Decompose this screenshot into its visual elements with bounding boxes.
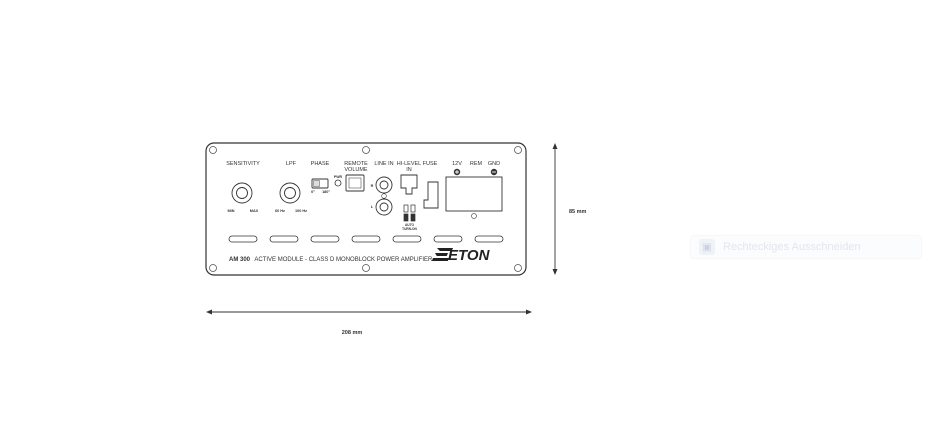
phase-switch xyxy=(311,178,329,189)
label-sensitivity: SENSITIVITY xyxy=(226,161,260,167)
rectangular-cut-button[interactable]: ▣ Rechteckiges Ausschneiden xyxy=(690,235,922,259)
screw-hole xyxy=(514,264,522,272)
label-pwr: PWR xyxy=(334,175,343,179)
vent-slot xyxy=(474,235,504,243)
label-phase: PHASE xyxy=(311,161,330,167)
screw-hole xyxy=(209,146,217,154)
width-dimension xyxy=(206,309,532,315)
eton-logo: ETON xyxy=(431,247,491,264)
vent-slot xyxy=(228,235,258,243)
label-line-l: L xyxy=(371,205,374,209)
label-hilevel: HI-LEVEL xyxy=(397,161,421,167)
vent-slot xyxy=(351,235,381,243)
minus-terminal-icon xyxy=(490,168,498,176)
auto-turn-on-switches xyxy=(403,204,416,222)
screw-hole xyxy=(362,264,370,272)
model-description: ACTIVE MODULE - CLASS D MONOBLOCK POWER … xyxy=(254,257,433,263)
vent-slot xyxy=(433,235,463,243)
rectangular-cut-label: Rechteckiges Ausschneiden xyxy=(723,241,861,253)
label-60hz: 60 Hz xyxy=(275,209,285,213)
terminal-screw xyxy=(471,213,477,219)
screw-holes xyxy=(209,146,522,272)
width-dimension-label: 208 mm xyxy=(342,330,363,336)
vent-slot xyxy=(392,235,422,243)
sensitivity-knob xyxy=(231,182,253,204)
screw-hole xyxy=(209,264,217,272)
label-min: MIN xyxy=(228,209,235,213)
label-max: MAX xyxy=(250,209,259,213)
pwr-led xyxy=(334,179,342,187)
lpf-knob xyxy=(279,182,301,204)
label-remote: REMOTE xyxy=(344,161,368,167)
label-rem: REM xyxy=(470,161,483,167)
fuse-holder xyxy=(423,181,439,209)
label-auto: AUTO xyxy=(405,223,414,227)
label-turn-on: TURN-ON xyxy=(402,227,417,231)
label-lpf: LPF xyxy=(286,161,297,167)
crop-icon: ▣ xyxy=(699,239,715,255)
vent-slot xyxy=(269,235,299,243)
label-12v: 12V xyxy=(452,161,462,167)
height-dimension-label: 85 mm xyxy=(569,209,587,215)
label-line-r: R xyxy=(371,184,374,188)
hilevel-connector xyxy=(400,174,418,195)
power-terminal-block xyxy=(445,176,503,212)
label-volume: VOLUME xyxy=(344,167,368,173)
model-number: AM 300 xyxy=(229,257,251,263)
label-fuse: FUSE xyxy=(423,161,438,167)
screw-hole xyxy=(514,146,522,154)
label-180deg: 180° xyxy=(322,190,330,194)
height-dimension xyxy=(552,143,558,275)
line-in-rca-jacks xyxy=(375,176,393,216)
remote-volume-port xyxy=(345,174,365,192)
vent-slots xyxy=(228,235,504,243)
label-hilevel-in: IN xyxy=(406,167,412,173)
label-0deg: 0° xyxy=(311,190,315,194)
label-line-in: LINE IN xyxy=(374,161,393,167)
eton-logo-text: ETON xyxy=(448,247,491,264)
label-gnd: GND xyxy=(488,161,500,167)
vent-slot xyxy=(310,235,340,243)
plus-terminal-icon xyxy=(453,168,461,176)
screw-hole xyxy=(362,146,370,154)
label-100hz: 100 Hz xyxy=(295,209,307,213)
model-line: AM 300 ACTIVE MODULE - CLASS D MONOBLOCK… xyxy=(229,257,433,263)
